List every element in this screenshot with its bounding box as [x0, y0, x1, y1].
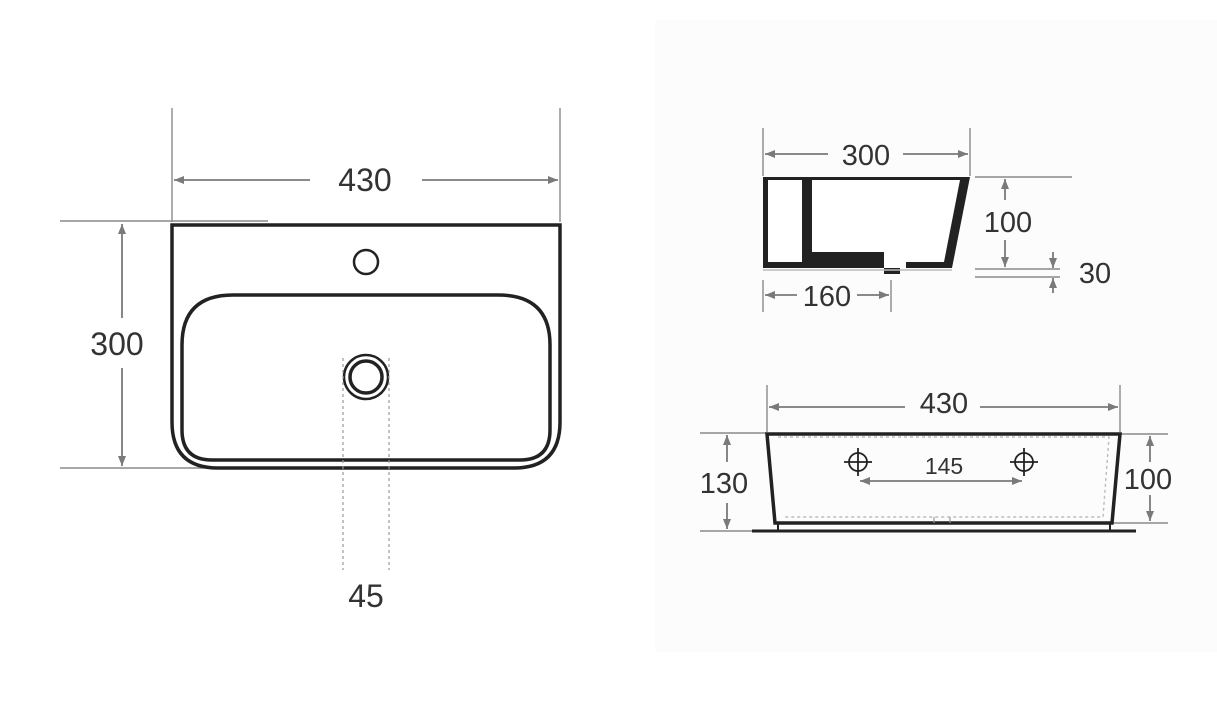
drain-diameter-label: 45	[348, 578, 384, 614]
top-width-label: 430	[338, 162, 391, 198]
side-height-label: 100	[984, 207, 1032, 239]
side-body-left-cavity	[768, 180, 802, 262]
side-body-cavity	[812, 180, 960, 268]
front-bowl-height-label: 100	[1124, 464, 1172, 496]
front-bracket-spacing-label: 145	[925, 453, 963, 479]
front-width-label: 430	[920, 388, 968, 420]
front-view: 430 130 100	[700, 385, 1172, 533]
top-depth-label: 300	[90, 326, 143, 362]
front-inner-hidden-line	[778, 436, 1110, 518]
right-panel-background	[655, 20, 1217, 652]
side-view: 300 100 30 160	[762, 128, 1111, 313]
side-base-label: 30	[1079, 258, 1111, 290]
front-total-height-label: 130	[700, 468, 748, 500]
side-inner-label: 160	[803, 281, 851, 313]
drain-inner-ring	[348, 359, 384, 395]
basin-outer-outline	[170, 223, 562, 470]
front-body-outline	[765, 432, 1122, 525]
bracket-hole-left	[844, 448, 872, 476]
tap-hole	[352, 248, 380, 276]
bracket-hole-right	[1010, 448, 1038, 476]
top-view: 430 300 45	[60, 108, 562, 614]
side-depth-label: 300	[842, 140, 890, 172]
basin-bowl-outline	[180, 293, 552, 462]
drain-outer-ring	[342, 353, 390, 401]
